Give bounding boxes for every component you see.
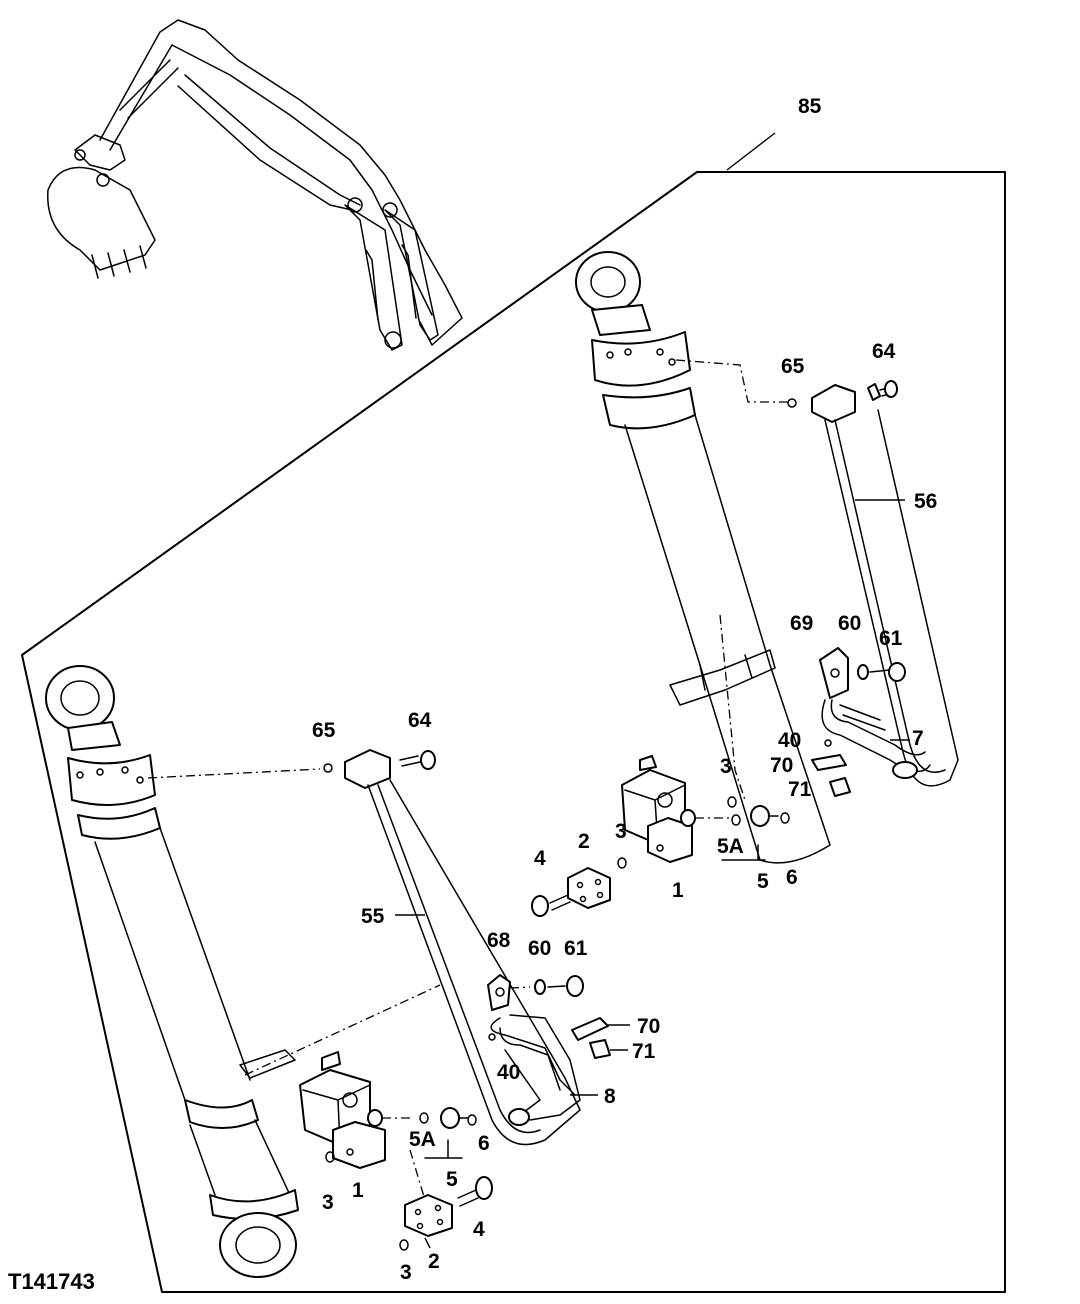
callout-70-lower: 70	[637, 1015, 660, 1038]
callout-3-upper-a: 3	[720, 755, 732, 778]
callout-7: 7	[912, 727, 924, 750]
valve-block-right	[531, 755, 790, 917]
figure-code: T141743	[8, 1269, 95, 1294]
callout-3-upper-b: 3	[615, 820, 627, 843]
callout-61-upper: 61	[879, 627, 903, 650]
callout-71-lower: 71	[632, 1040, 656, 1063]
valve-block-left	[299, 1051, 493, 1251]
frame-leader-85	[726, 132, 776, 171]
callout-1-upper: 1	[672, 879, 684, 902]
callout-70-upper: 70	[770, 754, 793, 777]
callout-56: 56	[914, 490, 937, 513]
callout-40-upper: 40	[778, 729, 801, 752]
callout-3-lower-b: 3	[400, 1261, 412, 1284]
callout-64-upper: 64	[872, 340, 896, 363]
callout-1-lower: 1	[352, 1179, 364, 1202]
cylinder-right	[575, 251, 831, 864]
detail-frame	[21, 171, 1006, 1293]
excavator-overview	[47, 19, 463, 351]
callout-5A-lower: 5A	[409, 1128, 436, 1151]
tube-8	[487, 974, 630, 1126]
callout-6-upper: 6	[786, 866, 798, 889]
callout-2-lower: 2	[428, 1250, 440, 1273]
callout-4-upper: 4	[534, 847, 546, 870]
callout-5A-upper: 5A	[717, 835, 744, 858]
callout-60-upper: 60	[838, 612, 861, 635]
callout-65-upper: 65	[781, 355, 805, 378]
callout-85: 85	[798, 95, 822, 118]
callout-2-upper: 2	[578, 830, 590, 853]
callout-71-upper: 71	[788, 778, 812, 801]
callout-4-lower: 4	[473, 1218, 485, 1241]
callout-8: 8	[604, 1085, 616, 1108]
tube-55	[323, 749, 581, 1146]
callout-3-lower-a: 3	[322, 1191, 334, 1214]
callout-65-lower: 65	[312, 719, 336, 742]
cylinder-left	[45, 665, 441, 1278]
tube-56	[787, 380, 959, 787]
callout-60-lower: 60	[528, 937, 551, 960]
tube-7	[669, 647, 931, 797]
callout-64-lower: 64	[408, 709, 432, 732]
callout-55: 55	[361, 905, 385, 928]
callout-5-upper: 5	[757, 870, 769, 893]
callout-6-lower: 6	[478, 1132, 490, 1155]
callout-68: 68	[487, 929, 511, 952]
callout-40-lower: 40	[497, 1061, 520, 1084]
callout-69: 69	[790, 612, 813, 635]
callout-61-lower: 61	[564, 937, 588, 960]
callout-5-lower: 5	[446, 1168, 458, 1191]
